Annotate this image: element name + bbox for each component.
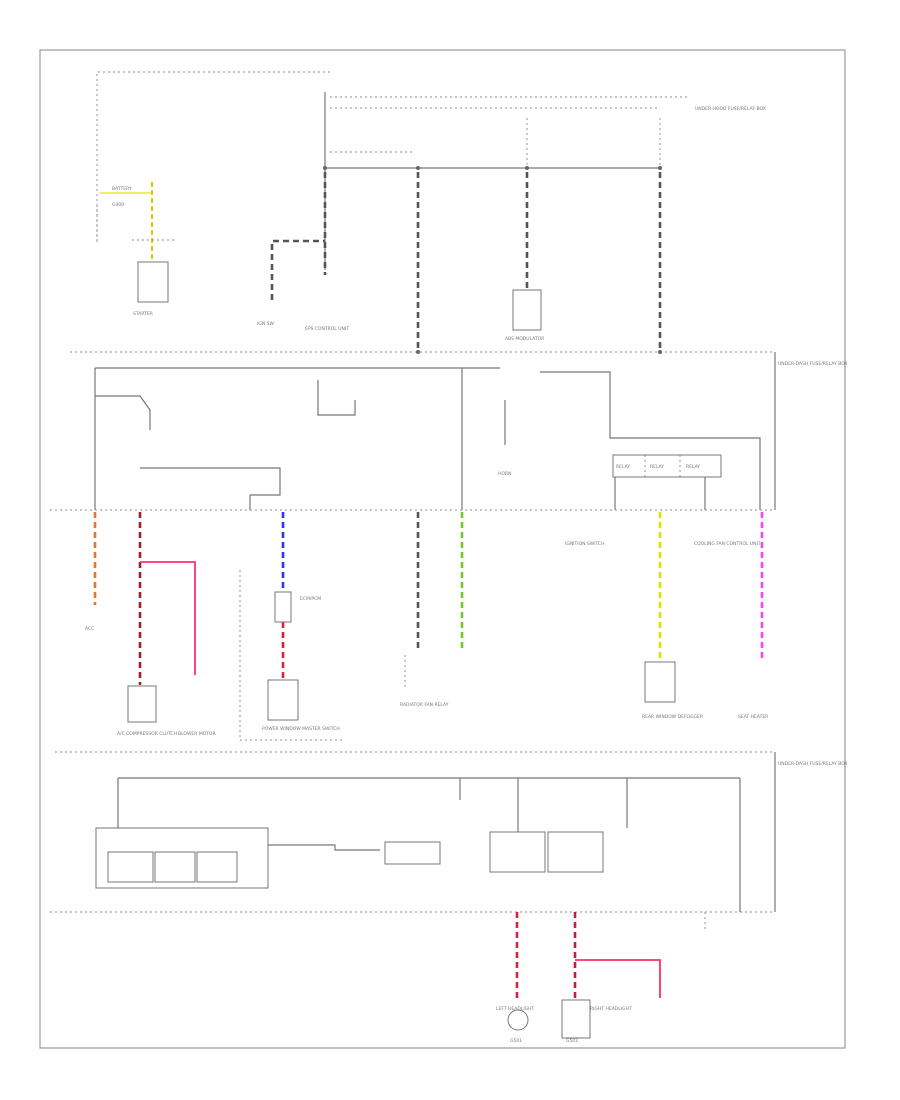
lower-chain [268, 844, 380, 851]
relay-top-wire [95, 395, 151, 430]
headlight-relay-right [547, 831, 604, 873]
relay-2-label: RELAY [650, 464, 664, 470]
connector-block [274, 591, 292, 623]
horn-top-label: HORN [498, 471, 511, 477]
dash-box-label: UNDER-DASH FUSE/RELAY BOX [778, 361, 848, 367]
relay-mid-wire [140, 467, 281, 510]
cooling-fan-label: COOLING FAN CONTROL UNIT [694, 541, 761, 547]
headlight-left-label: LEFT HEADLIGHT [496, 1006, 535, 1012]
node-2 [416, 166, 420, 170]
right-headlight-housing [561, 999, 591, 1039]
eps-bracket [239, 570, 345, 741]
diagram-frame [39, 49, 846, 1049]
node-4 [658, 166, 662, 170]
ign-switch-label: IGN SW [257, 321, 274, 327]
power-window-label: POWER WINDOW MASTER SWITCH [262, 726, 340, 732]
headlight-branch [575, 959, 661, 998]
ign-switch-wire [270, 239, 325, 300]
headlight-relay-left [489, 831, 546, 873]
headlight-right-label: RIGHT HEADLIGHT [590, 1006, 632, 1012]
lower-relay-3 [196, 851, 238, 883]
node-3 [525, 166, 529, 170]
battery-label: BATTERY [112, 186, 132, 192]
lower-relay-2 [154, 851, 196, 883]
eps-label-top: EPS CONTROL UNIT [305, 326, 349, 332]
battery-ground-label: G400 [112, 202, 124, 208]
left-headlight-bulb [507, 1009, 529, 1031]
starter-label: STARTER [133, 311, 153, 317]
lower-relay-1 [107, 851, 154, 883]
relay-3-label: RELAY [686, 464, 700, 470]
ignition-label: IGNITION SWITCH [565, 541, 605, 547]
rear-window-box [644, 661, 676, 703]
lower-block-1 [384, 841, 441, 865]
lamp-right-label: G502 [566, 1038, 578, 1044]
underhood-label: UNDER-HOOD FUSE/RELAY BOX [695, 106, 766, 112]
dash-fuse-wire [317, 380, 356, 416]
relay-1-label: RELAY [616, 464, 630, 470]
lamp-left-label: G501 [510, 1038, 522, 1044]
relay-box [612, 454, 722, 478]
a-c-label: A/C COMPRESSOR CLUTCH [117, 731, 177, 737]
node-dash-2 [658, 350, 662, 354]
pink-wire [140, 561, 196, 675]
blower-label: BLOWER MOTOR [178, 731, 216, 737]
a-c-box [127, 685, 157, 723]
lower-box-label: UNDER-DASH FUSE/RELAY BOX [778, 761, 848, 767]
starter-box [137, 261, 169, 303]
abs-label: ABS MODULATOR [505, 336, 544, 342]
horn-label: ACC [85, 626, 94, 632]
node-1 [323, 166, 327, 170]
battery-feed-wire [96, 71, 330, 240]
eps-box [512, 289, 542, 331]
seat-heater-label: SEAT HEATER [738, 714, 768, 720]
node-dash-1 [416, 350, 420, 354]
rear-window-label: REAR WINDOW DEFOGGER [642, 714, 703, 720]
power-window-box [267, 679, 299, 721]
dash-bus-right [540, 371, 761, 510]
ecm-label: ECM/PCM [300, 596, 321, 602]
radiator-fan-label: RADIATOR FAN RELAY [400, 702, 449, 708]
